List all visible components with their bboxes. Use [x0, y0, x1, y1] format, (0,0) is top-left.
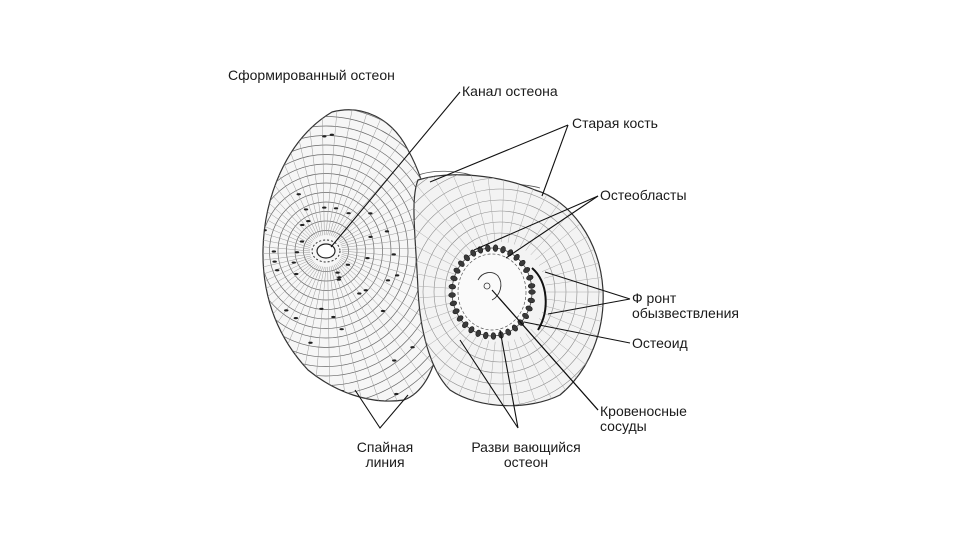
osteocyte-lacuna — [297, 193, 301, 195]
osteocyte-lacuna — [284, 309, 288, 311]
osteocyte-lacuna — [253, 126, 257, 128]
osteocyte-lacuna — [392, 253, 396, 255]
osteocyte-lacuna — [292, 261, 296, 263]
mineralization-front-line-1: Ф ронт — [632, 291, 739, 306]
osteocyte-lacuna — [365, 257, 369, 259]
osteocyte-lacuna — [243, 283, 247, 285]
osteocyte-lacuna — [295, 251, 299, 253]
osteocyte-lacuna — [368, 212, 372, 214]
osteocyte-lacuna — [294, 273, 298, 275]
osteocyte-lacuna — [346, 212, 350, 214]
osteocyte-lacuna — [250, 276, 254, 278]
osteocyte-lacuna — [333, 398, 337, 400]
old-bone-label: Старая кость — [572, 116, 658, 131]
osteocyte-lacuna — [335, 271, 339, 273]
cement-line-line-2: линия — [345, 455, 425, 470]
osteocyte-lacuna — [261, 206, 265, 208]
osteoblast-cell — [449, 292, 456, 297]
osteocyte-lacuna — [308, 342, 312, 344]
blood-vessels-line-1: Кровеносные — [600, 404, 687, 419]
developing-osteon-line-1: Разви вающийся — [458, 440, 594, 455]
osteocyte-lacuna — [309, 408, 313, 410]
osteocyte-lacuna — [254, 203, 258, 205]
osteocyte-lacuna — [257, 205, 261, 207]
osteocyte-lacuna — [196, 290, 200, 292]
osteocyte-lacuna — [392, 359, 396, 361]
osteocyte-lacuna — [272, 261, 276, 263]
osteocyte-lacuna — [245, 286, 249, 288]
osteoblast-cell — [529, 290, 536, 295]
osteocyte-lacuna — [304, 208, 308, 210]
osteocyte-lacuna — [279, 132, 283, 134]
osteocyte-lacuna — [306, 220, 310, 222]
osteoblasts-label: Остеобласты — [600, 188, 687, 203]
osteocyte-lacuna — [280, 145, 284, 147]
osteocyte-lacuna — [294, 132, 298, 134]
osteocyte-lacuna — [330, 134, 334, 136]
osteocyte-lacuna — [410, 346, 414, 348]
osteocyte-lacuna — [250, 261, 254, 263]
osteocyte-lacuna — [415, 125, 419, 127]
osteocyte-lacuna — [300, 224, 304, 226]
osteocyte-lacuna — [246, 215, 250, 217]
osteocyte-lacuna — [309, 381, 313, 383]
osteocyte-lacuna — [381, 310, 385, 312]
mineralization-front-line-2: обызвествления — [632, 306, 739, 321]
osteocyte-lacuna — [395, 274, 399, 276]
osteocyte-lacuna — [262, 229, 266, 231]
osteoblast-cell — [491, 332, 496, 339]
osteocyte-lacuna — [357, 292, 361, 294]
osteoid-label: Остеоид — [632, 336, 688, 351]
cement-line-line-1: Спайная — [345, 440, 425, 455]
developing-osteon-line-2: остеон — [458, 455, 594, 470]
osteocyte-lacuna — [200, 217, 204, 219]
blood-vessels-label: Кровеносные сосуды — [600, 404, 687, 434]
osteoblast-cell — [493, 245, 498, 252]
osteocyte-lacuna — [364, 289, 368, 291]
osteocyte-lacuna — [231, 256, 235, 258]
developing-osteon-label: Разви вающийся остеон — [458, 440, 594, 470]
osteocyte-lacuna — [294, 317, 298, 319]
osteoblast-cell — [485, 245, 490, 252]
osteocyte-lacuna — [272, 250, 276, 252]
osteocyte-lacuna — [346, 264, 350, 266]
formed-osteon-label: Сформированный остеон — [228, 68, 395, 83]
osteocyte-lacuna — [298, 381, 302, 383]
osteocyte-lacuna — [322, 206, 326, 208]
osteocyte-lacuna — [368, 236, 372, 238]
osteocyte-lacuna — [300, 240, 304, 242]
osteon-canal-label: Канал остеона — [462, 84, 558, 99]
osteocyte-lacuna — [386, 279, 390, 281]
osteocyte-lacuna — [322, 135, 326, 137]
osteocyte-lacuna — [205, 303, 209, 305]
osteocyte-lacuna — [394, 393, 398, 395]
osteocyte-lacuna — [337, 279, 341, 281]
cement-line-label: Спайная линия — [345, 440, 425, 470]
osteocyte-lacuna — [331, 316, 335, 318]
osteocyte-lacuna — [385, 230, 389, 232]
osteocyte-lacuna — [334, 207, 338, 209]
osteocyte-lacuna — [275, 269, 279, 271]
mineralization-front-label: Ф ронт обызвествления — [632, 291, 739, 321]
osteocyte-lacuna — [244, 299, 248, 301]
osteocyte-lacuna — [339, 328, 343, 330]
blood-vessels-line-2: сосуды — [600, 419, 687, 434]
osteocyte-lacuna — [337, 276, 341, 278]
osteocyte-lacuna — [319, 308, 323, 310]
